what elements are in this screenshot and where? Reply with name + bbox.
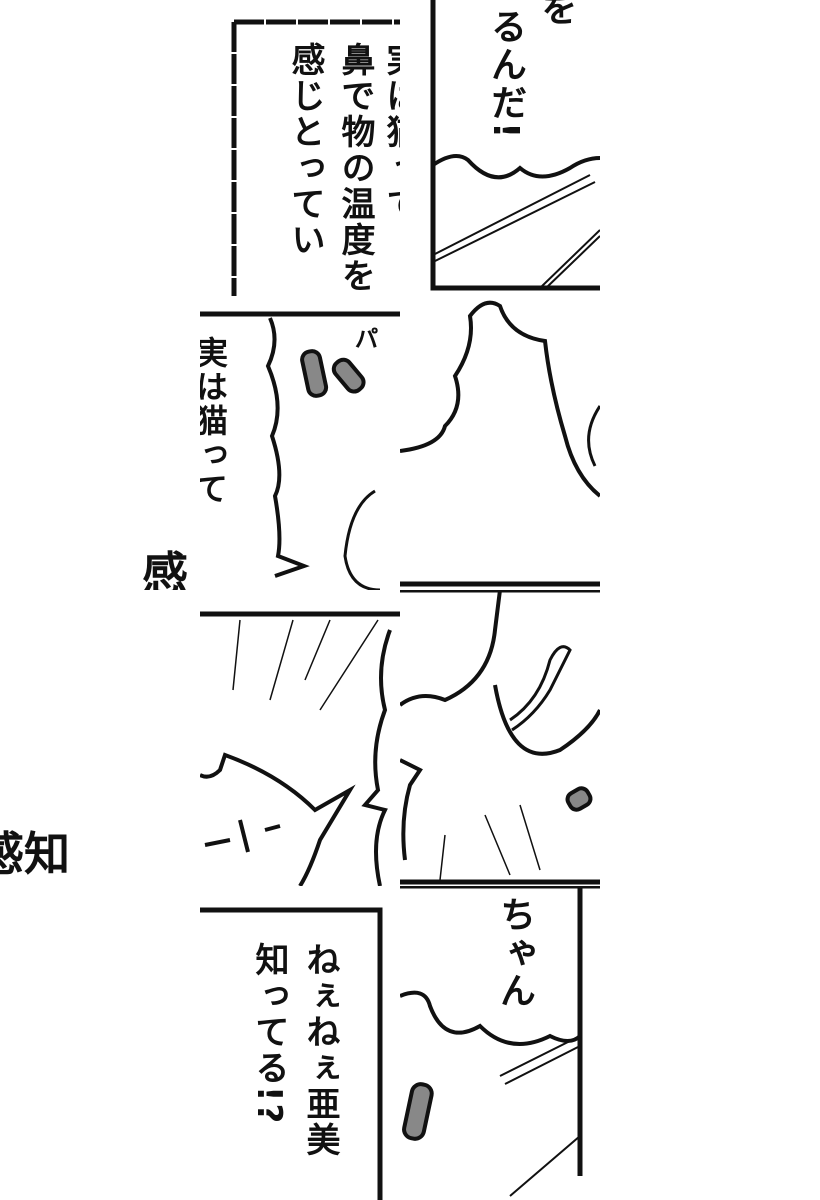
panel-cat-back: [400, 590, 600, 886]
panel-speech-top: を るんだ!: [400, 0, 600, 296]
speech-line-a: を: [535, 0, 576, 28]
speech-shitteru: 知ってる!?: [249, 942, 289, 1126]
speech-text-mid: 実は猫って: [200, 336, 229, 506]
narration-line-1: 実は猫って: [380, 42, 400, 222]
caption-fragment-kan: 感: [142, 547, 188, 590]
speech-nee-nee: ねぇねぇ亜美: [300, 942, 340, 1158]
panel-speech-bottom-left: ねぇねぇ亜美 知ってる!?: [200, 886, 400, 1200]
speech-line-b: るんだ!: [485, 8, 526, 141]
caption-fragment-kanchi: 感知: [0, 827, 70, 881]
narration-line-3: 感じとってい: [285, 42, 325, 258]
panel-mid-left: 実は猫って パ: [200, 296, 400, 590]
panel-cat-top: [400, 296, 600, 590]
sfx-pa: パ: [350, 326, 378, 352]
panel-face-closeup: [200, 590, 400, 886]
narration-line-2: 鼻で物の温度を: [335, 42, 375, 294]
panel-narration-box: 実は猫って 鼻で物の温度を 感じとってい: [200, 0, 400, 296]
speech-chan: ちゃん: [494, 896, 535, 1010]
panel-speech-bottom-right: ちゃん: [400, 886, 600, 1200]
